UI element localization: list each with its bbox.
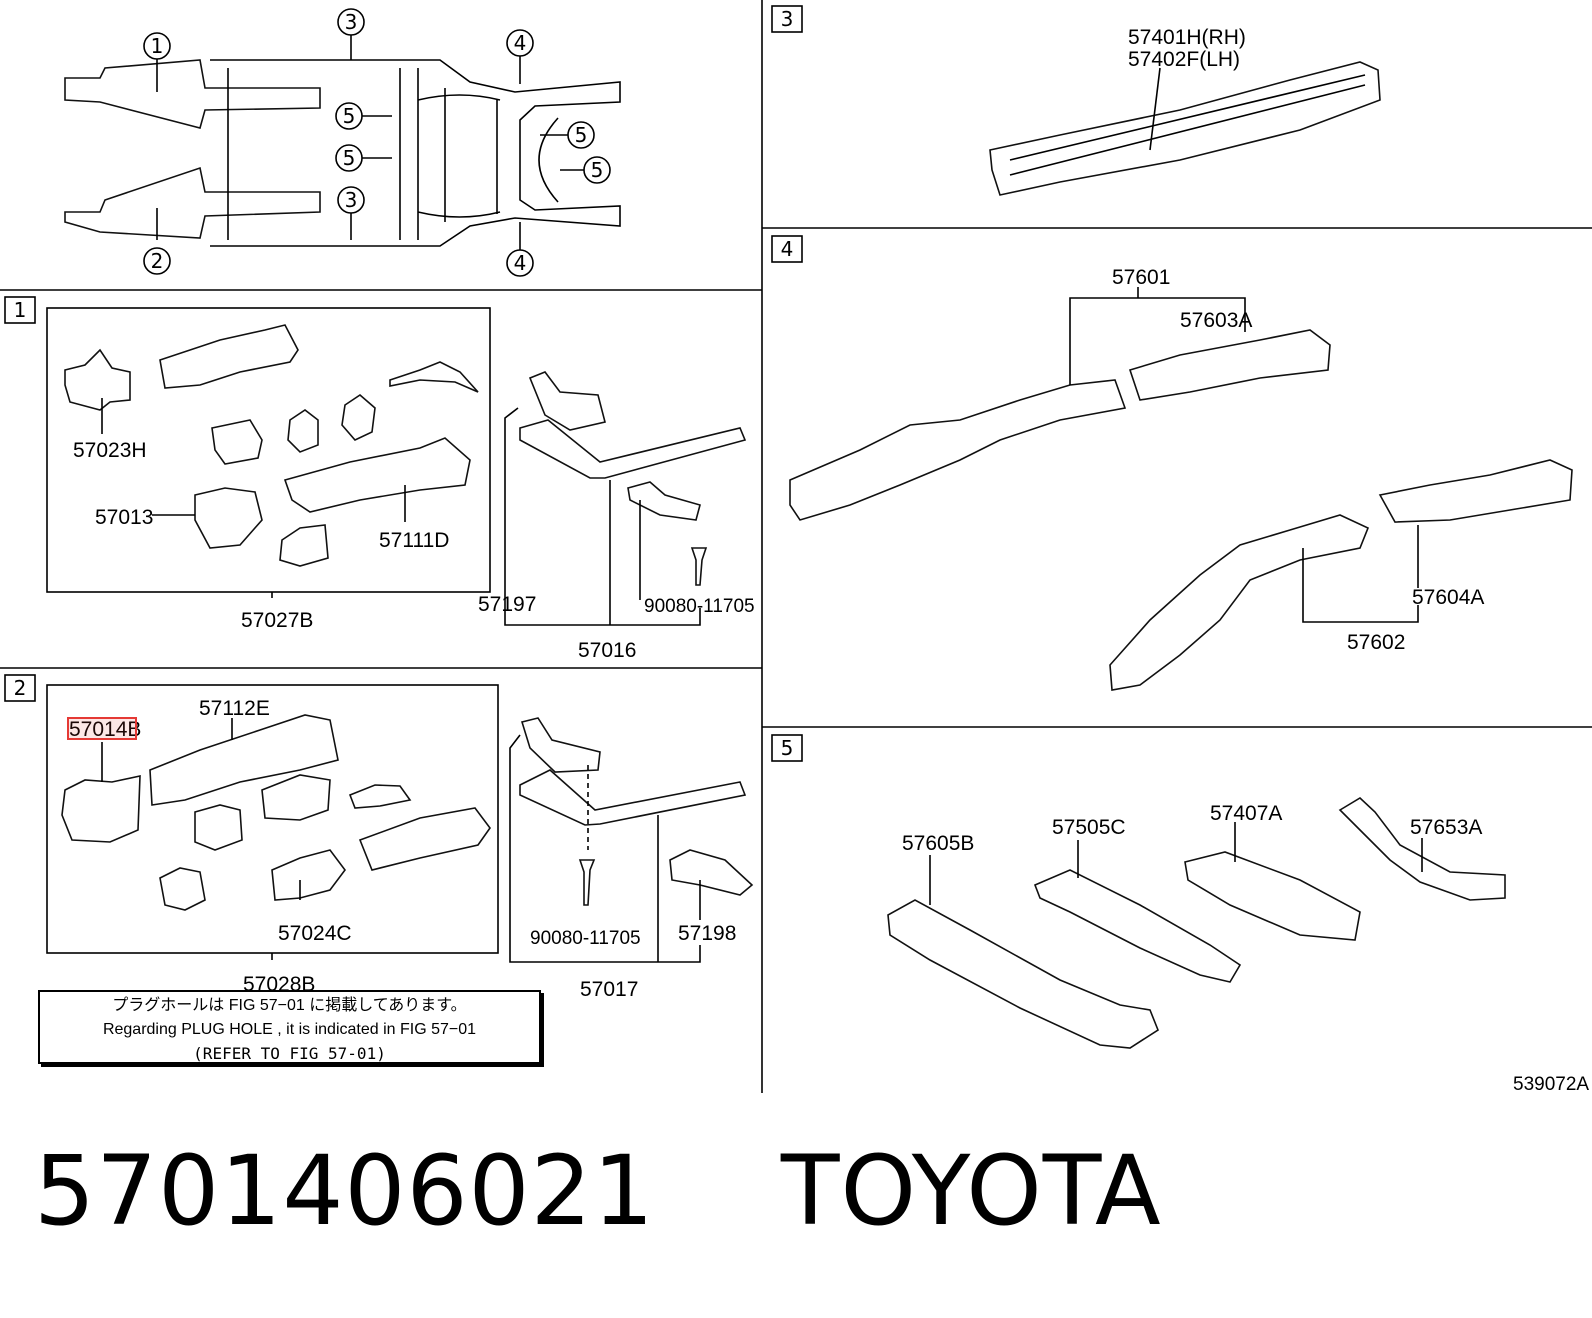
svg-text:5: 5	[343, 104, 356, 128]
svg-text:5: 5	[591, 158, 604, 182]
label-57014B[interactable]: 57014B	[69, 718, 141, 741]
svg-text:5: 5	[781, 736, 794, 760]
label-57604A[interactable]: 57604A	[1412, 586, 1484, 609]
label-57505C[interactable]: 57505C	[1052, 816, 1126, 839]
panel-3: 3	[771, 5, 1381, 196]
overview-frame-diagram	[64, 35, 621, 250]
overview-callouts: 1 2 3 3 4 4 5 5 5 5	[143, 8, 611, 277]
svg-text:1: 1	[14, 298, 27, 322]
label-57023H[interactable]: 57023H	[73, 439, 147, 462]
label-57605B[interactable]: 57605B	[902, 832, 974, 855]
svg-text:4: 4	[781, 237, 794, 261]
panel-1: 1	[4, 296, 747, 626]
svg-text:5: 5	[343, 146, 356, 170]
brand: TOYOTA	[780, 1135, 1162, 1247]
svg-text:3: 3	[345, 188, 358, 212]
svg-text:3: 3	[345, 10, 358, 34]
label-57402F[interactable]: 57402F(LH)	[1128, 48, 1240, 71]
label-57013[interactable]: 57013	[95, 506, 153, 529]
panel-5: 5	[771, 734, 1506, 1049]
note-ref[interactable]: (REFER TO FIG 57-01)	[193, 1044, 386, 1063]
label-57198[interactable]: 57198	[678, 922, 736, 945]
label-90080-11705-a[interactable]: 90080-11705	[644, 596, 755, 617]
label-57197[interactable]: 57197	[478, 593, 536, 616]
svg-text:4: 4	[514, 251, 527, 275]
svg-text:4: 4	[514, 31, 527, 55]
part-number: 5701406021	[34, 1135, 655, 1247]
note-en: Regarding PLUG HOLE , it is indicated in…	[102, 1021, 477, 1038]
highlight-57014B	[67, 717, 137, 740]
svg-text:2: 2	[151, 249, 164, 273]
label-57027B[interactable]: 57027B	[241, 609, 313, 632]
label-57601[interactable]: 57601	[1112, 266, 1170, 289]
label-57017[interactable]: 57017	[580, 978, 638, 1001]
note-jp: プラグホールは FIG 57−01 に掲載してあります。	[112, 997, 467, 1014]
panel-4: 4	[771, 235, 1573, 691]
label-57653A[interactable]: 57653A	[1410, 816, 1482, 839]
plug-hole-note: プラグホールは FIG 57−01 に掲載してあります。 Regarding P…	[38, 990, 541, 1064]
label-57407A[interactable]: 57407A	[1210, 802, 1282, 825]
label-57603A[interactable]: 57603A	[1180, 309, 1252, 332]
label-57602[interactable]: 57602	[1347, 631, 1405, 654]
svg-text:3: 3	[781, 7, 794, 31]
part-labels: 57401H(RH) 57402F(LH) 57023H 57013 57111…	[69, 26, 1589, 1095]
label-57112E[interactable]: 57112E	[199, 697, 270, 720]
label-90080-11705-b[interactable]: 90080-11705	[530, 928, 641, 949]
label-57016[interactable]: 57016	[578, 639, 636, 662]
svg-text:1: 1	[151, 34, 164, 58]
svg-text:5: 5	[575, 123, 588, 147]
diagram-id: 539072A	[1513, 1074, 1589, 1095]
panel-2: 2	[4, 674, 754, 963]
label-57401H[interactable]: 57401H(RH)	[1128, 26, 1246, 49]
label-57024C[interactable]: 57024C	[278, 922, 352, 945]
footer: 5701406021 TOYOTA	[34, 1135, 1162, 1247]
svg-text:2: 2	[14, 676, 27, 700]
label-57111D[interactable]: 57111D	[379, 529, 449, 552]
